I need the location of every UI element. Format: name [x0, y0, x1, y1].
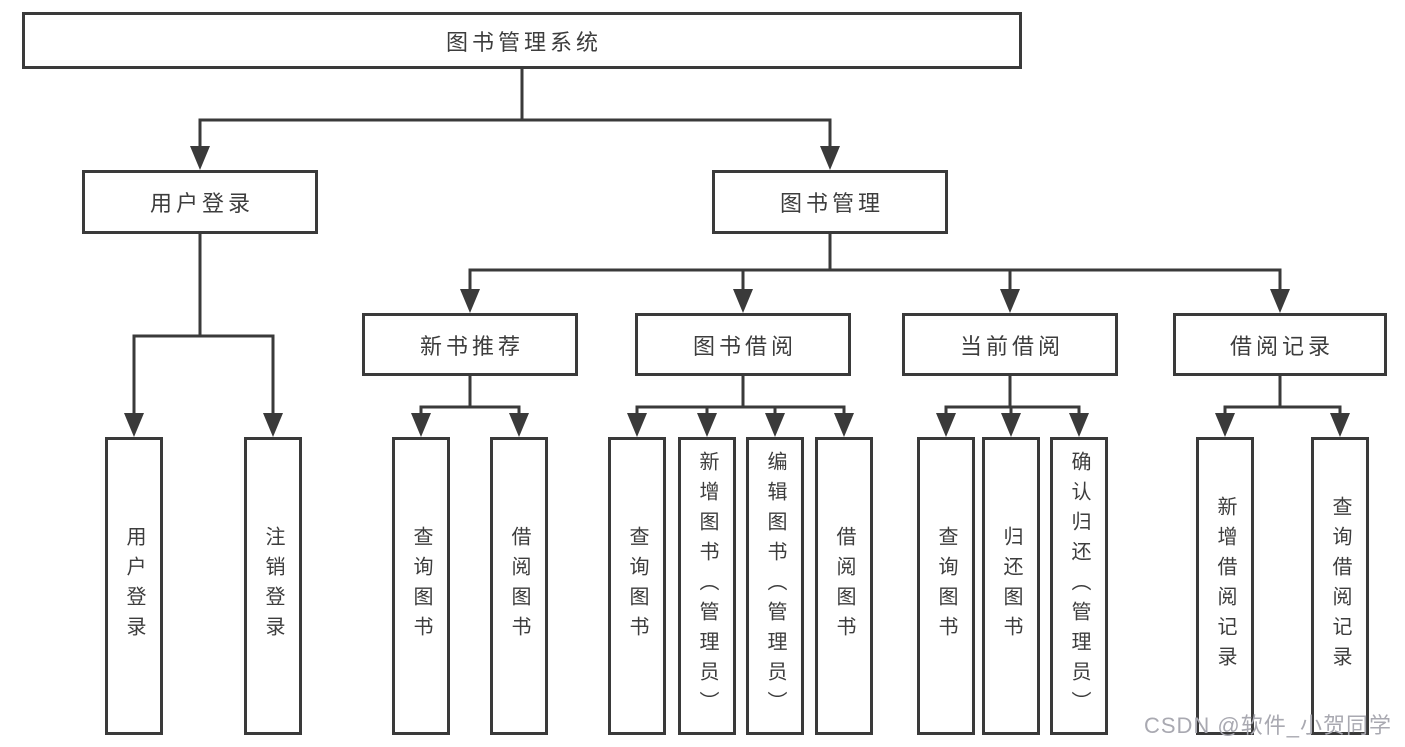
node-bb-edit-books: 编辑图书（管理员）: [746, 437, 804, 735]
node-book-borrowing: 图书借阅: [635, 313, 851, 376]
node-cb-query-books: 查询图书: [917, 437, 975, 735]
node-logout: 注销登录: [244, 437, 302, 735]
node-borrowing-records: 借阅记录: [1173, 313, 1387, 376]
node-nbr-query-books: 查询图书: [392, 437, 450, 735]
node-bb-query-books: 查询图书: [608, 437, 666, 735]
node-user-login: 用户登录: [82, 170, 318, 234]
tree-edges: [132, 68, 1342, 417]
node-root: 图书管理系统: [22, 12, 1022, 69]
node-nbr-borrow-books: 借阅图书: [490, 437, 548, 735]
arrowheads: [124, 146, 1350, 437]
node-br-query-record: 查询借阅记录: [1311, 437, 1369, 735]
node-br-add-record: 新增借阅记录: [1196, 437, 1254, 735]
node-cb-return-books: 归还图书: [982, 437, 1040, 735]
node-bb-add-books: 新增图书（管理员）: [678, 437, 736, 735]
node-current-borrowing: 当前借阅: [902, 313, 1118, 376]
node-bb-borrow-books: 借阅图书: [815, 437, 873, 735]
node-new-book-recommend: 新书推荐: [362, 313, 578, 376]
watermark: CSDN @软件_小贺同学: [1143, 713, 1392, 738]
node-book-management: 图书管理: [712, 170, 948, 234]
node-cb-confirm-return: 确认归还（管理员）: [1050, 437, 1108, 735]
node-login: 用户登录: [105, 437, 163, 735]
